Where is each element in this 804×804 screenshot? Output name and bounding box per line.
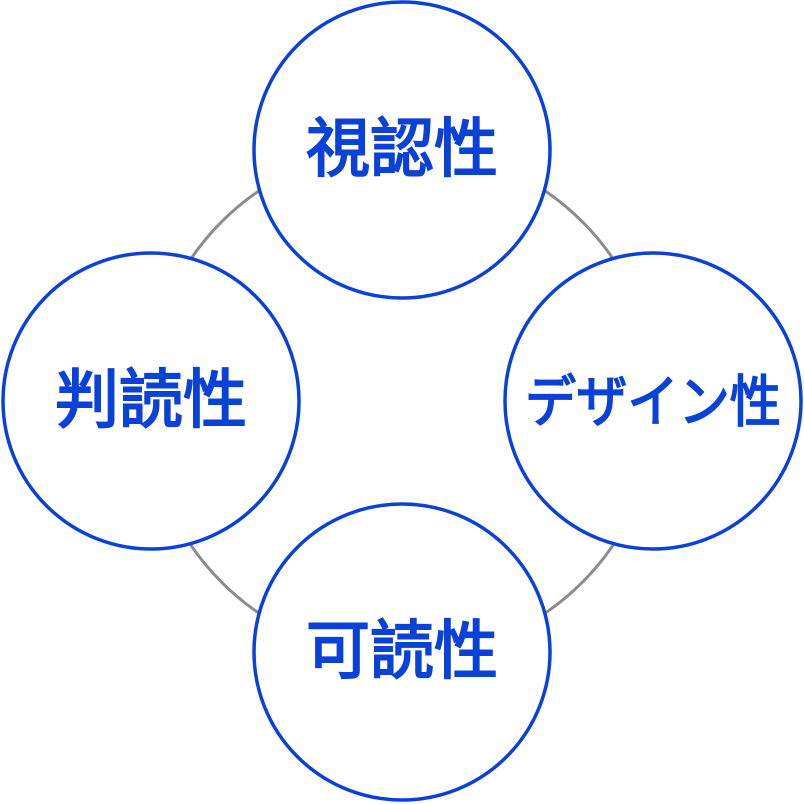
node-right-circle: [503, 251, 803, 551]
node-left-label: 判読性: [55, 364, 247, 438]
node-top-label: 視認性: [306, 113, 498, 187]
node-bottom-circle: [252, 502, 552, 802]
node-bottom-label: 可読性: [306, 615, 498, 689]
node-right-label: デザイン性: [525, 371, 781, 436]
node-right: デザイン性: [503, 251, 803, 551]
node-top-circle: [252, 0, 552, 300]
node-top: 視認性: [252, 0, 552, 300]
node-left-circle: [1, 251, 301, 551]
node-bottom: 可読性: [252, 502, 552, 802]
node-left: 判読性: [1, 251, 301, 551]
